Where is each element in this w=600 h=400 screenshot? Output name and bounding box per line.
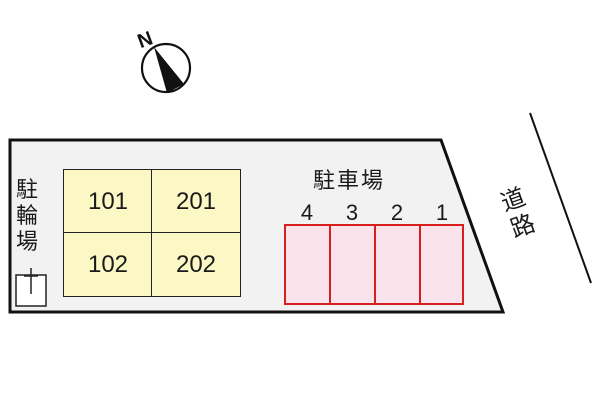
label-char: 駐 [15, 178, 38, 203]
parking-slot-2 [374, 224, 421, 305]
label-char: 輪 [15, 204, 38, 229]
svg-text:N: N [135, 27, 156, 53]
unit-102: 102 [63, 232, 153, 297]
parking-slot-3 [329, 224, 376, 305]
bicycle-parking-label: 駐 輪 場 [14, 178, 40, 256]
road-edge-line [529, 112, 592, 284]
slot-number: 1 [435, 200, 449, 225]
slot-number: 2 [390, 200, 404, 225]
slot-number: 4 [300, 200, 314, 225]
parking-slot-4 [284, 224, 331, 305]
label-char: 場 [15, 230, 38, 255]
unit-202: 202 [151, 232, 241, 297]
unit-101: 101 [63, 169, 153, 234]
unit-201: 201 [151, 169, 241, 234]
parking-label: 駐車場 [313, 169, 386, 194]
slot-number: 3 [345, 200, 359, 225]
parking-slot-1 [419, 224, 464, 305]
